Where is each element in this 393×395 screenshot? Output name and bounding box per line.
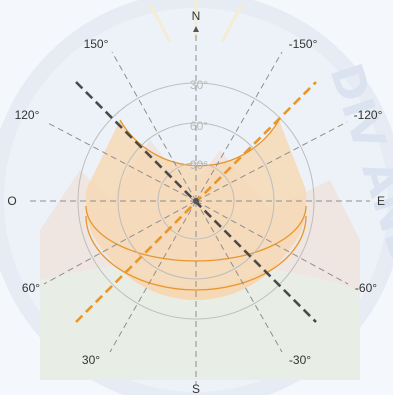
elevation-rings	[77, 82, 315, 320]
label-az-30: 30°	[82, 353, 100, 367]
north-arrow-icon	[193, 26, 199, 32]
label-elev-60: 60°	[190, 119, 208, 133]
label-south: S	[192, 382, 200, 395]
label-elev-90: 90°	[190, 158, 208, 172]
label-az-150: 150°	[84, 37, 109, 51]
label-az-120: 120°	[15, 108, 40, 122]
center-point	[193, 198, 199, 204]
label-az-m30: -30°	[289, 353, 311, 367]
label-az-m120: -120°	[354, 108, 383, 122]
label-east: E	[377, 194, 385, 208]
ring-90	[157, 162, 235, 240]
radial-m150	[195, 51, 283, 202]
label-az-60: 60°	[22, 281, 40, 295]
label-az-m60: -60°	[355, 281, 377, 295]
radial-120	[45, 121, 197, 202]
azimuth-lines	[28, 30, 370, 385]
label-elev-30: 30°	[190, 78, 208, 92]
radial-m120	[195, 121, 348, 202]
ring-30	[77, 82, 315, 320]
ring-60	[117, 122, 275, 280]
radial-60	[43, 200, 197, 285]
label-west: O	[7, 194, 16, 208]
sun-path-winter	[85, 215, 307, 291]
radial-150	[111, 51, 197, 202]
radial-m60	[195, 200, 349, 285]
label-az-m150: -150°	[289, 37, 318, 51]
label-north: N	[192, 9, 201, 23]
radial-m30	[195, 200, 283, 353]
sun-path-summer	[119, 119, 280, 167]
radial-30	[109, 200, 197, 353]
